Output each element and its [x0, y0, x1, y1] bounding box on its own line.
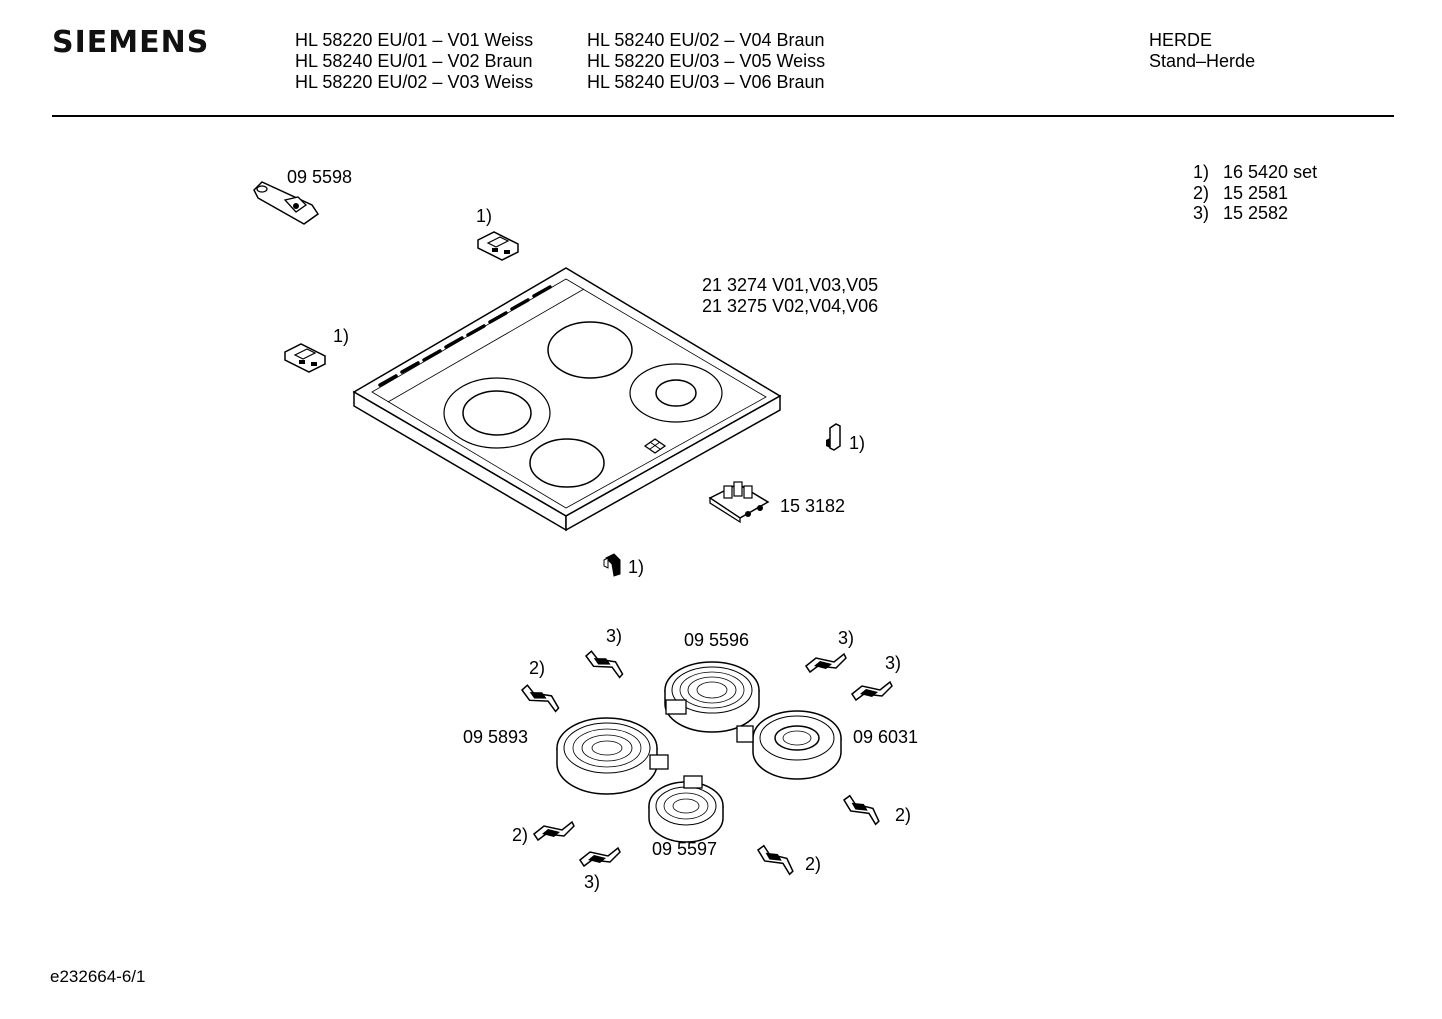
- clip-part: [826, 423, 841, 451]
- spring-clip-part: [533, 821, 575, 841]
- reference-label: 1): [628, 557, 644, 577]
- part-label: 21 3274 V01,V03,V05: [702, 275, 878, 295]
- clip-part: [477, 231, 519, 261]
- part-label: 09 6031: [853, 727, 918, 747]
- spring-clip-part: [582, 649, 627, 679]
- category-block: HERDE Stand–Herde: [1149, 30, 1255, 72]
- reference-label: 3): [606, 626, 622, 646]
- clip-part: [603, 553, 621, 577]
- part-label: 09 5597: [652, 839, 717, 859]
- spring-clip-part: [579, 847, 621, 867]
- reference-label: 1): [849, 433, 865, 453]
- part-label: 09 5893: [463, 727, 528, 747]
- model-list-right: HL 58240 EU/02 – V04 Braun HL 58220 EU/0…: [587, 30, 825, 93]
- reference-label: 1): [333, 326, 349, 346]
- spring-clip-part: [518, 683, 563, 713]
- spring-clip-part: [753, 843, 799, 876]
- bracket-part: [253, 181, 320, 225]
- hob-glass-panel: [352, 267, 782, 532]
- part-label: 09 5596: [684, 630, 749, 650]
- model-line: HL 58220 EU/02 – V03 Weiss: [295, 72, 534, 92]
- legend-item: 1)16 5420 set: [1193, 162, 1318, 182]
- model-line: HL 58240 EU/02 – V04 Braun: [587, 30, 825, 50]
- part-label: 15 3182: [780, 496, 845, 516]
- model-list-left: HL 58220 EU/01 – V01 Weiss HL 58240 EU/0…: [295, 30, 533, 93]
- reference-label: 2): [895, 805, 911, 825]
- clip-part: [284, 343, 326, 373]
- heater-element-left: [556, 717, 669, 795]
- reference-label: 2): [512, 825, 528, 845]
- spring-clip-part: [851, 681, 893, 701]
- reference-label: 3): [885, 653, 901, 673]
- part-label: 09 5598: [287, 167, 352, 187]
- legend-item: 3)15 2582: [1193, 203, 1289, 223]
- parts-legend: 1)16 5420 set 2)15 2581 3)15 2582: [1193, 162, 1317, 224]
- spring-clip-part: [805, 653, 847, 673]
- model-line: HL 58240 EU/01 – V02 Braun: [295, 51, 533, 71]
- heater-element-back: [664, 661, 760, 733]
- legend-item: 2)15 2581: [1193, 182, 1289, 203]
- model-line: HL 58240 EU/03 – V06 Braun: [587, 72, 825, 92]
- category-subtitle: Stand–Herde: [1149, 51, 1256, 71]
- category-title: HERDE: [1149, 30, 1213, 50]
- switch-part: [708, 481, 770, 524]
- part-label: 21 3275 V02,V04,V06: [702, 296, 878, 316]
- reference-label: 2): [529, 658, 545, 678]
- spring-clip-part: [839, 793, 885, 826]
- document-code: e232664-6/1: [50, 967, 146, 986]
- reference-label: 2): [805, 854, 821, 874]
- touch-control-icon: [643, 438, 667, 454]
- model-line: HL 58220 EU/01 – V01 Weiss: [295, 30, 534, 50]
- reference-label: 1): [476, 206, 492, 226]
- reference-label: 3): [838, 628, 854, 648]
- heater-element-front: [648, 775, 724, 843]
- heater-element-right: [736, 710, 842, 780]
- model-line: HL 58220 EU/03 – V05 Weiss: [587, 51, 826, 71]
- reference-label: 3): [584, 872, 600, 892]
- brand-logo: SIEMENS: [52, 25, 210, 60]
- header-divider: [52, 115, 1394, 117]
